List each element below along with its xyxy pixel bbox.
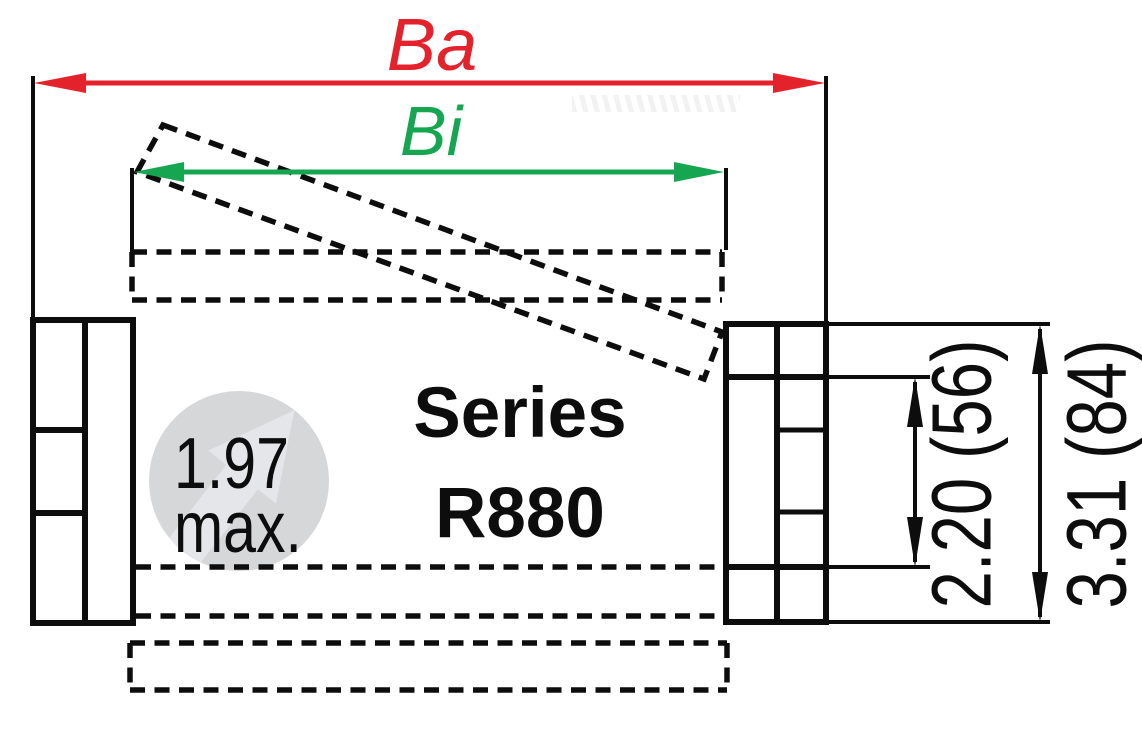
series-number: R880 — [435, 474, 605, 553]
dim-arrowhead-up — [1032, 324, 1048, 374]
inner-width-label: Bi — [399, 92, 463, 170]
dim-arrowhead-down — [1032, 572, 1048, 622]
arrowhead-left — [34, 73, 86, 93]
right-side-link — [723, 321, 829, 625]
pitch-value: 1.97 — [174, 424, 289, 504]
left-side-link — [30, 317, 136, 626]
mid-hidden-lines — [136, 564, 720, 619]
pitch-max-note: 1.97 max. — [174, 424, 302, 568]
dashed-outlines — [127, 121, 730, 693]
arrowhead-right — [773, 73, 825, 93]
arrowhead-right — [674, 162, 724, 182]
dim-arrowhead-up — [907, 377, 923, 427]
lower-crossbar-outline — [127, 640, 730, 693]
watermark-pattern — [572, 95, 740, 112]
brand-arrow-watermark-icon — [161, 410, 295, 571]
pitch-suffix: max. — [174, 488, 302, 568]
series-title: Series — [413, 374, 627, 453]
inner-width-arrow — [134, 162, 724, 182]
brand-watermark — [149, 391, 329, 571]
extension-lines — [31, 76, 1050, 624]
inner-height-dimension — [907, 377, 923, 567]
dim-arrowhead-down — [907, 517, 923, 567]
tilted-link-outline — [133, 121, 726, 383]
outer-width-arrow — [34, 73, 825, 93]
outer-width-label: Ba — [386, 3, 478, 86]
overall-height-dimension — [1032, 324, 1048, 622]
upper-crossbar-outline — [129, 249, 725, 303]
arrowhead-left — [134, 162, 184, 182]
inner-height-label: 2.20 (56) — [914, 339, 1009, 609]
overall-height-label: 3.31 (84) — [1049, 339, 1142, 609]
